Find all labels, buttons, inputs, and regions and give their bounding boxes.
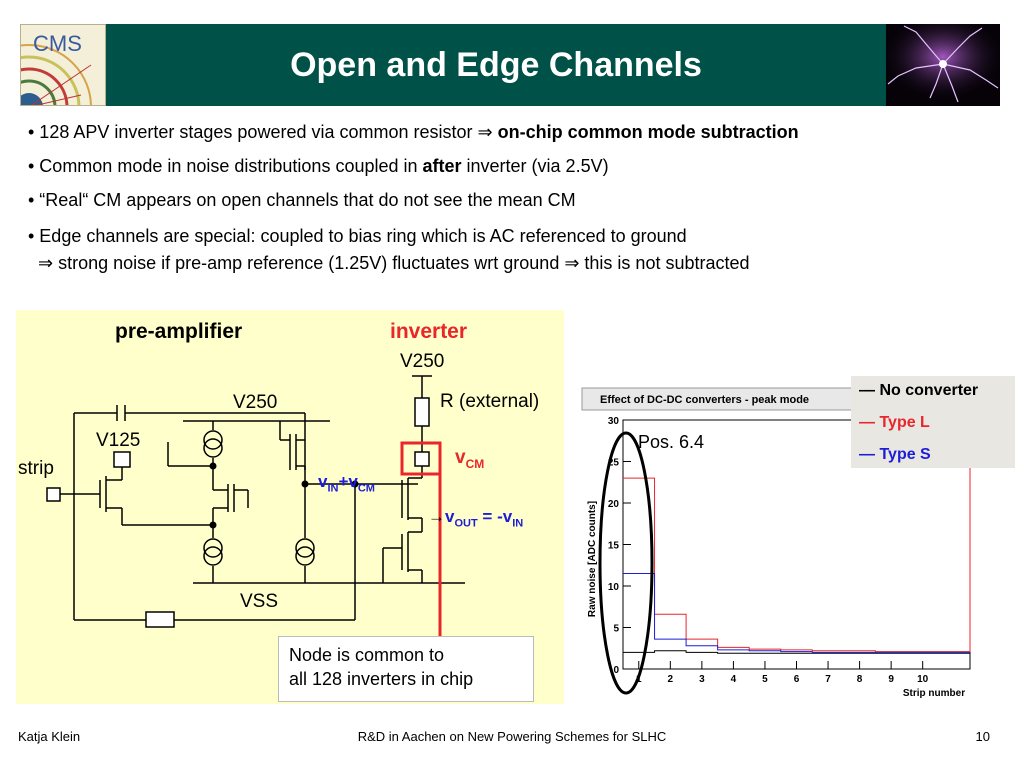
pos-annotation: Pos. 6.4: [638, 432, 705, 452]
bullet-3: • “Real“ CM appears on open channels tha…: [28, 190, 576, 210]
legend-label: Type S: [879, 446, 931, 463]
node-note-line1: Node is common to: [289, 645, 445, 665]
vin-sub: IN: [327, 482, 339, 495]
bullet-2: • Common mode in noise distributions cou…: [28, 155, 609, 177]
bullet-1-bold: on-chip common mode subtraction: [492, 122, 799, 142]
y-tick-label: 5: [613, 624, 619, 635]
legend-item-type-s: — Type S: [859, 446, 931, 464]
title-bar: [106, 24, 886, 106]
legend-label: Type L: [879, 414, 930, 431]
page-number: 10: [975, 729, 990, 744]
series-type-l: [623, 420, 971, 653]
x-tick-label: 8: [857, 674, 863, 685]
page-title: Open and Edge Channels: [290, 46, 702, 84]
x-tick-label: 5: [762, 674, 768, 685]
plot-y-label: Raw noise [ADC counts]: [587, 501, 598, 617]
vin-cm-sub: CM: [357, 482, 375, 495]
x-tick-label: 10: [917, 674, 929, 685]
bullet-2-bold: after: [422, 156, 462, 176]
vout-eq: = -v: [477, 507, 513, 526]
x-tick-label: 3: [699, 674, 705, 685]
series-type-s: [623, 573, 970, 653]
v250-left-label: V250: [233, 392, 278, 413]
vout-v: v: [445, 507, 455, 526]
v250-top-label: V250: [400, 351, 445, 372]
x-tick-label: 9: [888, 674, 894, 685]
y-tick-label: 0: [613, 665, 619, 676]
vin-v: v: [318, 472, 328, 491]
legend-item-type-l: — Type L: [859, 414, 930, 432]
vout-arrow: →: [428, 507, 445, 526]
y-tick-label: 15: [608, 541, 620, 552]
x-tick-label: 2: [668, 674, 674, 685]
strip-label: strip: [18, 458, 54, 479]
series-no-converter: [623, 650, 970, 654]
footer-author: Katja Klein: [18, 729, 81, 744]
plasma-image: [886, 24, 1000, 106]
legend-dash: —: [859, 446, 875, 463]
r-external-label: R (external): [440, 391, 540, 412]
inverter-label: inverter: [390, 320, 468, 343]
vcm-label: vCM: [455, 447, 484, 471]
vin-plus: +v: [338, 472, 358, 491]
x-tick-label: 7: [825, 674, 831, 685]
y-tick-label: 10: [608, 582, 620, 593]
bullet-1: • 128 APV inverter stages powered via co…: [28, 121, 799, 143]
v125-label: V125: [96, 430, 141, 451]
footer-title: R&D in Aachen on New Powering Schemes fo…: [357, 729, 667, 744]
vss-label: VSS: [240, 591, 279, 612]
vout-in-sub: IN: [512, 517, 524, 530]
x-tick-label: 6: [794, 674, 800, 685]
node-note-line2: all 128 inverters in chip: [289, 669, 474, 689]
legend-dash: —: [859, 382, 875, 399]
vout-label: →vOUT = -vIN: [428, 507, 523, 529]
bullet-4-continuation: ⇒ strong noise if pre-amp reference (1.2…: [38, 253, 750, 273]
bullet-4: • Edge channels are special: coupled to …: [28, 226, 687, 246]
x-tick-label: 4: [731, 674, 737, 685]
edge-channel-ellipse: [598, 431, 654, 695]
node-note-box: Node is common to all 128 inverters in c…: [278, 636, 534, 702]
y-tick-label: 30: [608, 416, 620, 427]
y-tick-label: 20: [608, 499, 620, 510]
vcm-v: v: [455, 447, 466, 468]
vin-vcm-label: vIN+vCM: [318, 472, 375, 494]
cms-logo: CMS: [20, 24, 106, 106]
implies-arrow: ⇒: [477, 122, 493, 142]
legend-dash: —: [859, 414, 875, 431]
legend-label: No converter: [879, 382, 979, 399]
vcm-sub: CM: [465, 456, 485, 471]
plot-x-label: Strip number: [903, 688, 965, 699]
plot-title: Effect of DC-DC converters - peak mode: [600, 394, 809, 406]
vout-sub: OUT: [454, 517, 478, 530]
bullet-2-text: • Common mode in noise distributions cou…: [28, 156, 423, 176]
vcm-node-highlight: [400, 441, 442, 476]
legend-item-no-converter: — No converter: [859, 382, 978, 400]
cms-logo-text: CMS: [33, 31, 82, 56]
bullet-2-tail: inverter (via 2.5V): [461, 156, 609, 176]
y-tick-label: 25: [608, 458, 620, 469]
bullet-1-text: • 128 APV inverter stages powered via co…: [28, 122, 478, 142]
preamp-label: pre-amplifier: [115, 320, 243, 343]
plot-legend: — No converter — Type L — Type S: [851, 376, 1015, 468]
